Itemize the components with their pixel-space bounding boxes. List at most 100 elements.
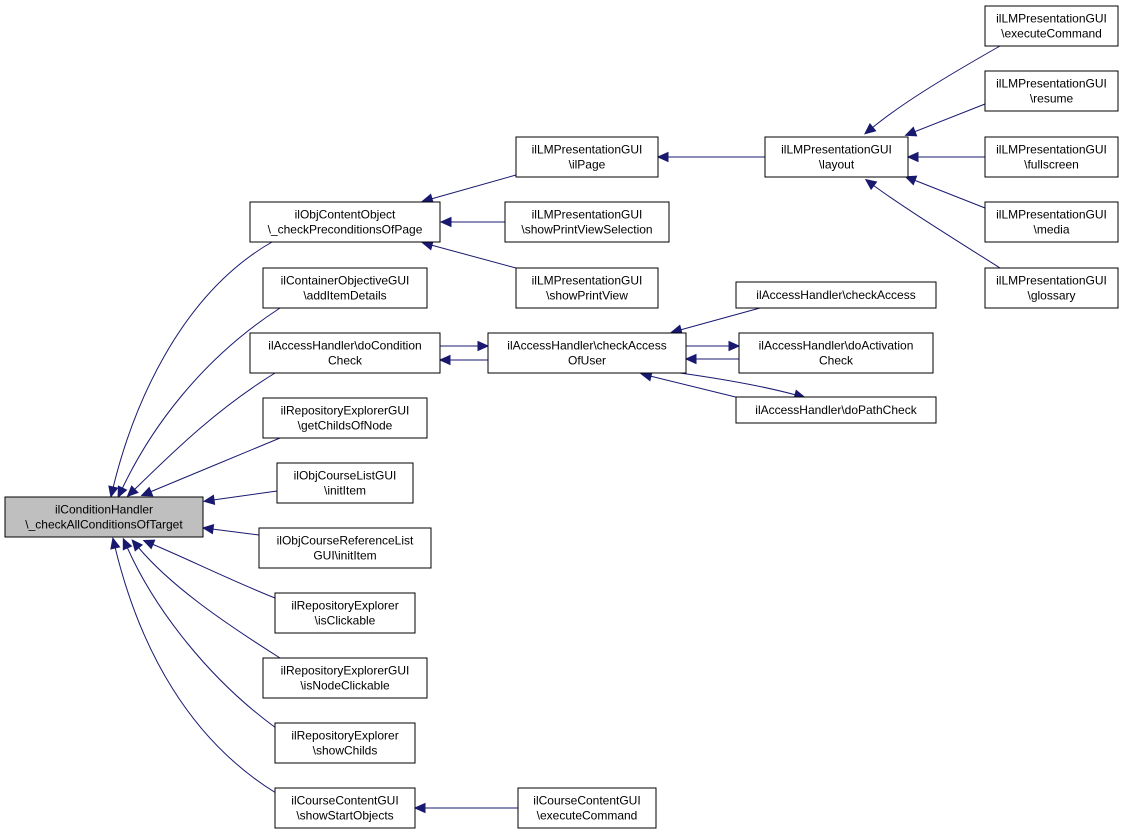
- graph-node[interactable]: ilRepositoryExplorer\isClickable: [274, 592, 416, 634]
- arrowhead-icon: [117, 485, 128, 499]
- edge-n_checkaccessofuser-to-n_doactivation: [686, 340, 741, 352]
- node-box: [262, 397, 428, 439]
- node-label-line: \fullscreen: [1024, 158, 1079, 172]
- node-box: [258, 527, 432, 569]
- node-label-line: GUI\initItem: [313, 549, 376, 563]
- node-label-line: ilAccessHandler\doPathCheck: [755, 403, 917, 417]
- edge-n_showstart-to-root: [110, 537, 277, 794]
- arrowhead-icon: [122, 537, 133, 551]
- node-label-line: \media: [1033, 223, 1069, 237]
- arrowhead-icon: [656, 151, 669, 163]
- graph-node[interactable]: ilLMPresentationGUI\ilPage: [515, 136, 659, 178]
- arrowhead-icon: [904, 126, 918, 137]
- arrowhead-icon: [108, 485, 119, 498]
- edge-line: [212, 490, 278, 501]
- node-box: [515, 136, 659, 178]
- edge-line: [151, 543, 276, 599]
- graph-node[interactable]: ilCourseContentGUI\showStartObjects: [274, 787, 416, 829]
- edge-line: [430, 244, 517, 269]
- edge-n_showchilds-to-root: [122, 537, 277, 729]
- edge-line: [137, 546, 281, 659]
- edge-line: [913, 103, 986, 133]
- node-box: [735, 281, 937, 309]
- graph-node[interactable]: ilRepositoryExplorer\showChilds: [274, 722, 416, 764]
- edge-n_glossary-to-n_layout: [864, 178, 1001, 269]
- graph-node[interactable]: ilLMPresentationGUI\executeCommand: [984, 5, 1119, 47]
- node-box: [274, 787, 416, 829]
- arrowhead-icon: [140, 486, 154, 497]
- edge-line: [149, 437, 281, 493]
- node-box: [4, 496, 204, 538]
- edge-line: [430, 174, 517, 200]
- edge-line: [211, 528, 260, 536]
- edge-line: [679, 372, 797, 396]
- graph-node[interactable]: ilRepositoryExplorerGUI\isNodeClickable: [262, 657, 428, 699]
- graph-node[interactable]: ilContainerObjectiveGUI\addItemDetails: [262, 267, 428, 309]
- graph-node[interactable]: ilLMPresentationGUI\glossary: [984, 267, 1119, 309]
- node-box: [274, 592, 416, 634]
- edge-line: [133, 372, 276, 491]
- arrowhead-icon: [906, 151, 919, 163]
- graph-node[interactable]: ilAccessHandler\checkAccess: [735, 281, 937, 309]
- edge-n_doactivation-to-n_checkaccessofuser: [684, 353, 739, 365]
- edge-n_docond-to-root: [126, 372, 276, 498]
- arrowhead-icon: [728, 340, 741, 352]
- graph-node[interactable]: ilLMPresentationGUI\showPrintView: [515, 267, 659, 309]
- arrowhead-icon: [110, 537, 121, 550]
- edge-n_resume-to-n_layout: [904, 103, 986, 137]
- arrowhead-icon: [202, 494, 216, 505]
- edge-line: [679, 307, 761, 331]
- node-label-line: ilLMPresentationGUI: [996, 274, 1107, 288]
- node-label-line: \isClickable: [315, 614, 376, 628]
- edge-line: [913, 179, 986, 209]
- node-label-line: ilLMPresentationGUI: [532, 143, 643, 157]
- node-box: [249, 201, 441, 243]
- node-label-line: ilLMPresentationGUI: [532, 274, 643, 288]
- graph-nodes: ilConditionHandler\_checkAllConditionsOf…: [4, 5, 1119, 829]
- node-label-line: ilAccessHandler\doActivation: [759, 339, 914, 353]
- node-box: [504, 201, 670, 243]
- node-label-line: ilAccessHandler\doCondition: [268, 339, 421, 353]
- edge-n_fullscreen-to-n_layout: [906, 151, 985, 163]
- node-box: [738, 332, 934, 374]
- edge-line: [872, 184, 1001, 269]
- edge-line: [114, 546, 277, 794]
- graph-node[interactable]: ilAccessHandler\doPathCheck: [735, 396, 937, 424]
- edge-n_additem-to-root: [117, 307, 281, 499]
- node-label-line: ilCourseContentGUI: [291, 794, 398, 808]
- edge-n_isclick-to-root: [142, 539, 276, 599]
- graph-node[interactable]: ilObjCourseListGUI\initItem: [276, 462, 414, 504]
- graph-node[interactable]: ilLMPresentationGUI\layout: [764, 136, 909, 178]
- graph-node[interactable]: ilRepositoryExplorerGUI\getChildsOfNode: [262, 397, 428, 439]
- edge-n_ilpage-to-n_checkpre: [421, 174, 517, 204]
- graph-node[interactable]: ilLMPresentationGUI\resume: [984, 70, 1119, 112]
- edge-line: [112, 241, 273, 489]
- node-label-line: \getChildsOfNode: [298, 419, 393, 433]
- arrowhead-icon: [477, 340, 490, 352]
- edge-n_lmexec-to-n_layout: [864, 45, 1001, 135]
- node-box: [735, 396, 937, 424]
- root-node[interactable]: ilConditionHandler\_checkAllConditionsOf…: [4, 496, 204, 538]
- node-label-line: \showStartObjects: [296, 809, 393, 823]
- graph-node[interactable]: ilCourseContentGUI\executeCommand: [517, 787, 657, 829]
- arrowhead-icon: [131, 539, 144, 552]
- arrowhead-icon: [438, 354, 451, 366]
- graph-node[interactable]: ilObjContentObject\_checkPreconditionsOf…: [249, 201, 441, 243]
- edge-line: [871, 45, 1001, 129]
- edge-n_printview-to-n_checkpre: [421, 240, 517, 269]
- node-label-line: ilAccessHandler\checkAccess: [756, 288, 915, 302]
- graph-edges: [108, 45, 1001, 814]
- edge-n_media-to-n_layout: [904, 175, 986, 209]
- graph-node[interactable]: ilLMPresentationGUI\media: [984, 201, 1119, 243]
- graph-node[interactable]: ilLMPresentationGUI\showPrintViewSelecti…: [504, 201, 670, 243]
- edge-line: [121, 307, 281, 490]
- node-label-line: \executeCommand: [1001, 27, 1102, 41]
- arrowhead-icon: [413, 802, 426, 814]
- graph-node[interactable]: ilLMPresentationGUI\fullscreen: [984, 136, 1119, 178]
- edge-line: [126, 546, 277, 729]
